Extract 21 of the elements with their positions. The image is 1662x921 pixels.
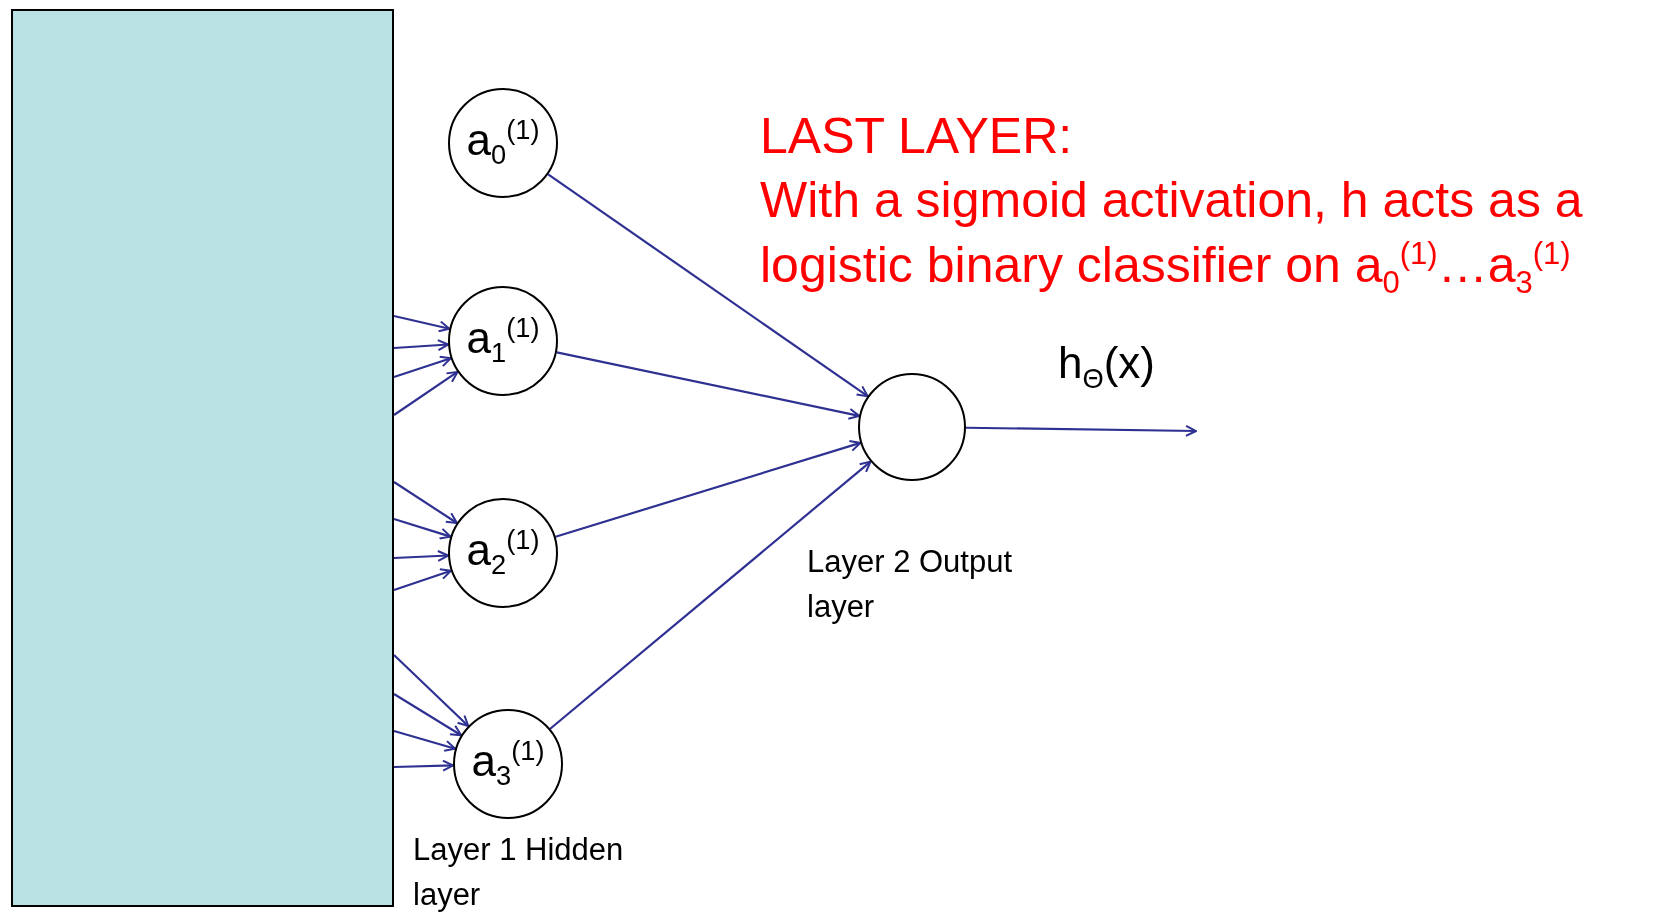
arrow [547, 173, 869, 398]
arrow [393, 314, 451, 333]
arrow [556, 351, 861, 420]
arrow [393, 568, 452, 592]
arrow [549, 460, 872, 730]
arrow [966, 424, 1197, 437]
arrow [393, 355, 452, 379]
arrow [393, 693, 463, 737]
arrow [393, 370, 459, 416]
arrow [393, 481, 458, 524]
arrow [393, 729, 457, 752]
heading: LAST LAYER: [760, 107, 1073, 166]
arrow [393, 517, 452, 540]
layer-caption: Layer 2 Output layer [807, 543, 1014, 626]
arrow [393, 550, 450, 562]
input-layer-box [11, 9, 394, 907]
layer-caption: Layer 1 Hidden layer [413, 831, 625, 914]
arrow [393, 654, 470, 727]
arrow [393, 759, 454, 772]
arrow [393, 339, 450, 352]
arrow [555, 440, 862, 538]
